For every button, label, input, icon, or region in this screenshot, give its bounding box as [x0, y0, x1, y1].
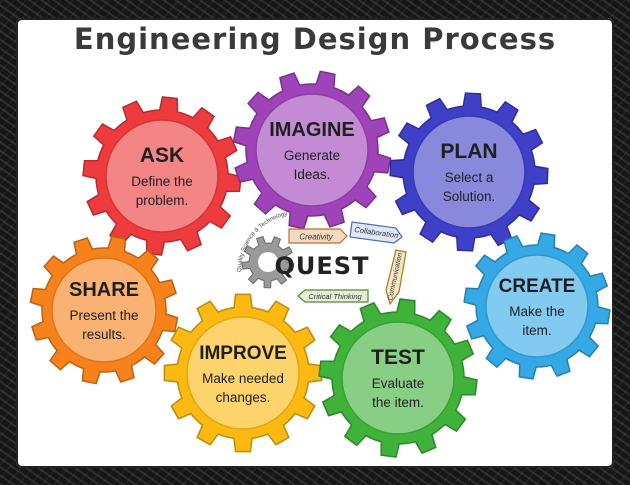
- gear-improve: IMPROVE Make needed changes.: [163, 293, 323, 453]
- step-desc-line2-test: the item.: [372, 395, 424, 410]
- diagram-title: Engineering Design Process: [73, 22, 557, 56]
- svg-text:Creativity: Creativity: [299, 233, 333, 242]
- tag-creativity: Creativity: [288, 228, 348, 244]
- gear-plan: PLAN Select a Solution.: [389, 92, 549, 252]
- step-desc-line1-ask: Define the: [131, 174, 193, 189]
- step-title-imagine: IMAGINE: [269, 119, 355, 141]
- step-desc-line1-improve: Make needed: [202, 371, 284, 386]
- tag-critical-thinking: Critical Thinking: [297, 289, 369, 303]
- gear-plan-face: [412, 115, 526, 229]
- step-title-ask: ASK: [140, 144, 184, 167]
- gear-test-face: [341, 321, 455, 435]
- gear-ask-face: [105, 119, 219, 233]
- gear-share: SHARE Present the results.: [29, 235, 179, 385]
- step-desc-line1-test: Evaluate: [372, 376, 425, 391]
- step-desc-line1-create: Make the: [509, 304, 565, 319]
- gear-create-face: [485, 254, 589, 358]
- step-title-test: TEST: [371, 346, 425, 369]
- gear-create: CREATE Make the item.: [463, 232, 611, 380]
- step-title-improve: IMPROVE: [199, 343, 287, 364]
- quest-title: QUEST: [275, 252, 370, 280]
- step-title-share: SHARE: [69, 279, 139, 301]
- tag-communication: Communication: [385, 249, 407, 306]
- svg-text:Critical Thinking: Critical Thinking: [308, 292, 362, 301]
- step-desc-line1-imagine: Generate: [284, 148, 340, 163]
- step-desc-line2-plan: Solution.: [443, 189, 496, 204]
- gear-ask: ASK Define the problem.: [82, 96, 242, 256]
- gear-share-face: [51, 257, 157, 363]
- quest-emblem: Quality Science & Technology QUEST Creat…: [237, 211, 407, 306]
- step-desc-line2-create: item.: [522, 323, 551, 338]
- step-desc-line2-imagine: Ideas.: [294, 167, 331, 182]
- step-desc-line1-share: Present the: [69, 308, 138, 323]
- step-desc-line2-ask: problem.: [136, 193, 189, 208]
- step-desc-line2-improve: changes.: [216, 390, 271, 405]
- step-desc-line1-plan: Select a: [445, 170, 494, 185]
- gear-imagine-face: [255, 93, 369, 207]
- step-title-create: CREATE: [499, 276, 576, 297]
- gear-improve-face: [186, 316, 300, 430]
- step-desc-line2-share: results.: [82, 327, 126, 342]
- step-title-plan: PLAN: [440, 140, 497, 163]
- quest-gear-icon: [241, 235, 295, 289]
- gear-test: TEST Evaluate the item.: [318, 298, 478, 458]
- tag-collaboration: Collaboration: [349, 221, 403, 244]
